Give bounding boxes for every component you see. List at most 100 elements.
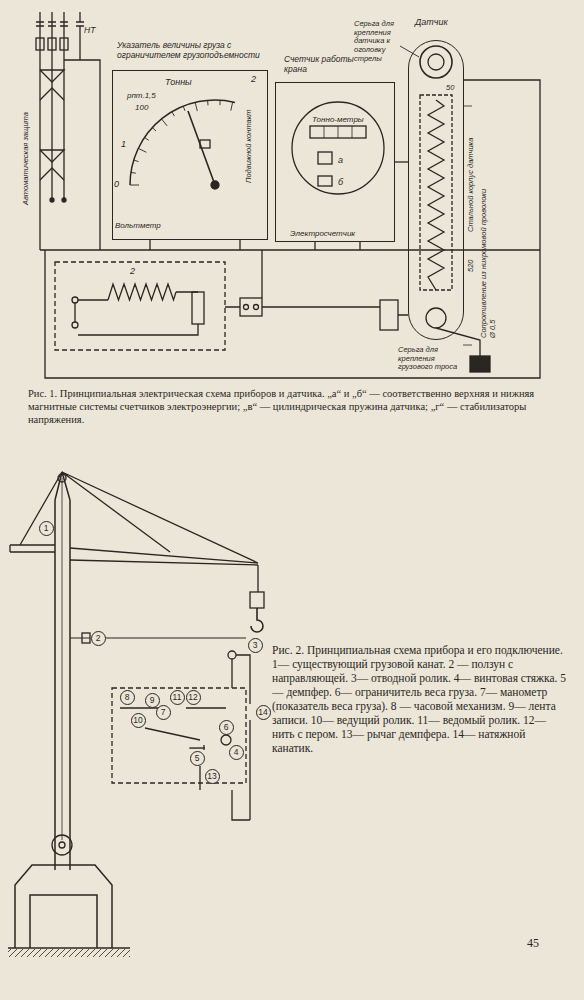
- crane: [82, 633, 90, 643]
- crane: [251, 608, 263, 632]
- callout-number: 11: [173, 693, 182, 702]
- supply-lines: [36, 12, 100, 250]
- indicator-scale: [131, 172, 136, 174]
- supply-lines: [50, 198, 54, 202]
- supply-lines: [36, 38, 44, 50]
- callout-number: 1: [44, 524, 49, 533]
- crane: [59, 842, 65, 848]
- sensor-parts: [400, 46, 419, 57]
- crane: [55, 472, 70, 870]
- stabilizer-box: [72, 322, 78, 328]
- indicator-scale: [145, 138, 149, 141]
- part-label: Сопротивление из нихромовой проволоки Ø …: [480, 188, 497, 338]
- crane: [62, 472, 258, 565]
- part-text: Тонны: [165, 77, 192, 87]
- heading-text: Датчик: [415, 17, 448, 27]
- counter-dial: [315, 242, 360, 250]
- recorder-box: [120, 707, 226, 708]
- indicator-scale: [231, 102, 233, 111]
- callout-number: 7: [161, 708, 166, 717]
- stabilizer-box: [380, 300, 398, 330]
- wire-connector: [395, 161, 408, 162]
- callout-circle: 7: [156, 705, 171, 720]
- callout-number: 4: [234, 748, 239, 757]
- stabilizer-box: [240, 298, 262, 316]
- indicator-scale: [134, 160, 139, 162]
- counter-dial: [318, 176, 332, 186]
- indicator-scale: [200, 140, 210, 148]
- supply-lines: [40, 70, 64, 100]
- part-text: Подвижной контакт: [245, 93, 254, 183]
- crane: [257, 565, 258, 592]
- stabilizer-box: [72, 297, 78, 303]
- supply-lines: [40, 150, 64, 180]
- caption-text: 45: [527, 937, 539, 951]
- indicator-scale: [219, 100, 220, 105]
- stabilizer-box: [192, 292, 204, 324]
- crane: [8, 472, 264, 957]
- indicator-scale: [130, 185, 139, 186]
- counter-box: Счетчик работы кранаТонно-метрыабЭлектро…: [275, 82, 395, 242]
- supply-lines: [62, 198, 66, 202]
- bus-wires: [262, 307, 408, 315]
- callout-circle: 12: [186, 690, 201, 705]
- crane: [15, 865, 112, 948]
- sensor-parts: [426, 308, 446, 328]
- indicator-scale: [138, 148, 146, 152]
- indicator-scale: [130, 100, 233, 185]
- supply-lines: [48, 38, 56, 50]
- indicator-scale: [150, 240, 240, 250]
- callout-number: 2: [96, 634, 101, 643]
- counter-dial: [292, 102, 384, 194]
- callout-circle: 14: [256, 705, 271, 720]
- sensor-parts: [428, 100, 444, 290]
- crane: [232, 655, 250, 820]
- supply-lines: [36, 22, 68, 26]
- indicator-scale: [211, 181, 219, 189]
- part-label: Автоматическая защита: [22, 95, 31, 205]
- callout-number: 14: [258, 708, 267, 717]
- part-text: Вольтметр: [115, 221, 161, 230]
- part-text: а: [338, 155, 343, 165]
- figure-caption: Рис. 1. Принципиальная электрическая схе…: [28, 387, 568, 426]
- indicator-scale: [162, 119, 168, 126]
- recorder-box: [112, 688, 250, 820]
- callout-number: 6: [224, 723, 229, 732]
- bus-wires: [40, 80, 540, 378]
- callout-circle: 5: [190, 751, 205, 766]
- indicator-scale: [183, 106, 185, 111]
- callout-number: 3: [253, 641, 258, 650]
- callout-circle: 3: [248, 638, 263, 653]
- part-text: Тонно-метры: [312, 115, 364, 124]
- callout-number: 12: [188, 693, 197, 702]
- recorder-box: [145, 728, 204, 750]
- callout-circle: 8: [120, 690, 135, 705]
- recorder-box: [190, 747, 204, 748]
- callout-circle: 10: [131, 713, 146, 728]
- indicator-scale: [207, 100, 208, 105]
- counter-dial: [292, 102, 384, 250]
- callout-number: 5: [195, 754, 200, 763]
- part-label: Серьга для крепления грузового троса: [398, 346, 466, 372]
- sensor-parts: [420, 95, 452, 290]
- callout-circle: 11: [170, 690, 185, 705]
- recorder-box: [200, 766, 250, 820]
- stabilizer-box: [108, 284, 176, 300]
- part-label: 520: [467, 252, 476, 272]
- crane: [250, 592, 264, 608]
- stabilizer-box: [55, 262, 225, 350]
- part-text: 2: [251, 74, 256, 84]
- stabilizer-box: [244, 305, 249, 310]
- counter-dial: [324, 126, 352, 138]
- crane: [8, 947, 130, 948]
- stabilizer-box: [55, 250, 398, 350]
- recorder-box: [221, 735, 231, 745]
- sensor-parts: [470, 356, 490, 372]
- part-label: Серьга для крепления датчика к оголовку …: [354, 20, 406, 63]
- callout-number: 13: [207, 772, 216, 781]
- callout-number: 8: [125, 693, 130, 702]
- sensor-parts: [420, 46, 452, 78]
- stabilizer-box: [254, 305, 259, 310]
- callout-circle: 6: [219, 720, 234, 735]
